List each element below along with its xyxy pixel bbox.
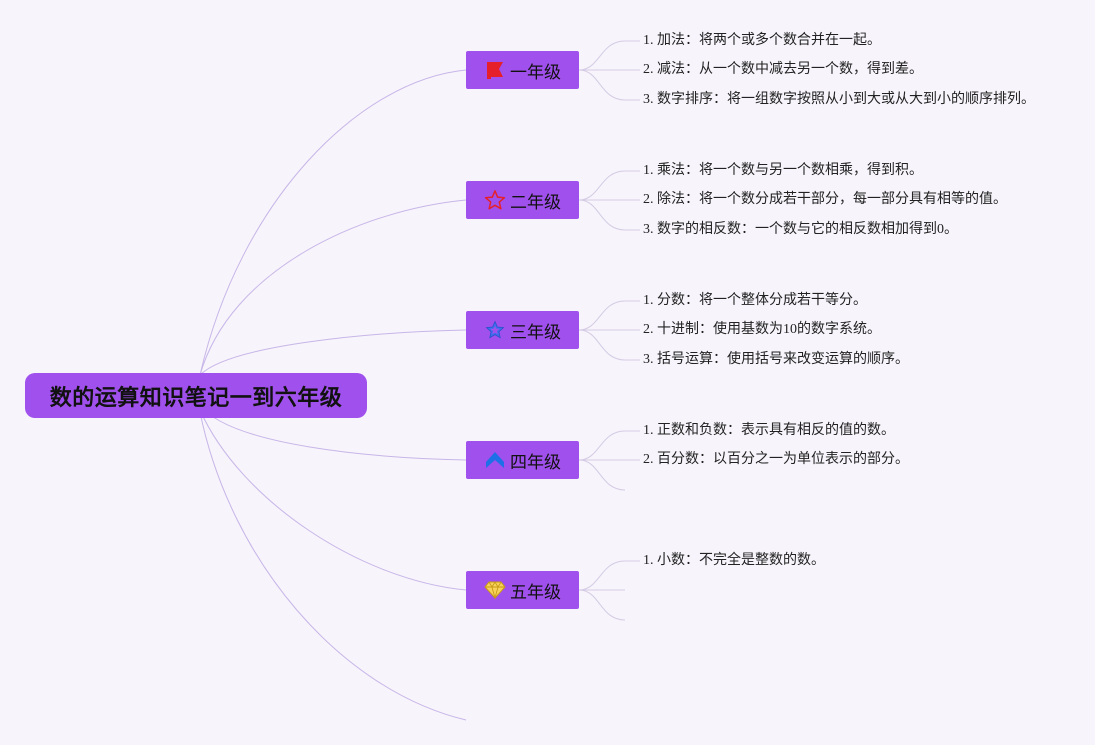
grade-1-item-1[interactable]: 1. 加法：将两个或多个数合并在一起。 — [643, 33, 881, 48]
root-topic[interactable]: 数的运算知识笔记一到六年级 — [25, 373, 367, 418]
star-badge-icon — [484, 319, 506, 341]
grade-node-1[interactable]: 一年级 — [466, 51, 579, 89]
grade-1-item-3[interactable]: 3. 数字排序：将一组数字按照从小到大或从大到小的顺序排列。 — [643, 92, 1035, 107]
branch-line-grade-2 — [199, 199, 467, 376]
grade-node-4[interactable]: 四年级 — [466, 441, 579, 479]
grade-label: 三年级 — [510, 322, 561, 343]
leaf-line — [578, 199, 640, 231]
grade-3-item-2[interactable]: 2. 十进制：使用基数为10的数字系统。 — [643, 322, 881, 337]
leaf-line — [578, 170, 640, 201]
grade-3-item-1[interactable]: 1. 分数：将一个整体分成若干等分。 — [643, 293, 867, 308]
leaf-line — [578, 40, 640, 71]
leaf-line — [578, 329, 640, 361]
grade-label: 一年级 — [510, 62, 561, 83]
grade-node-3[interactable]: 三年级 — [466, 311, 579, 349]
chevron-up-icon — [484, 449, 506, 471]
grade-label: 四年级 — [510, 452, 561, 473]
leaf-line — [578, 560, 640, 591]
root-topic-label: 数的运算知识笔记一到六年级 — [49, 385, 343, 411]
branch-line-grade-6 — [199, 411, 467, 721]
grade-node-5[interactable]: 五年级 — [466, 571, 579, 609]
leaf-line — [578, 69, 640, 101]
leaf-line — [578, 589, 626, 621]
branch-line-grade-4 — [199, 404, 467, 461]
diamond-icon — [484, 579, 506, 601]
leaf-line — [578, 430, 640, 461]
grade-2-item-3[interactable]: 3. 数字的相反数：一个数与它的相反数相加得到0。 — [643, 222, 958, 237]
grade-4-item-2[interactable]: 2. 百分数：以百分之一为单位表示的部分。 — [643, 452, 909, 467]
branch-line-grade-5 — [199, 409, 467, 591]
branch-line-grade-1 — [199, 69, 467, 376]
leaf-line — [578, 300, 640, 331]
grade-5-item-1[interactable]: 1. 小数：不完全是整数的数。 — [643, 553, 825, 568]
grade-3-item-3[interactable]: 3. 括号运算：使用括号来改变运算的顺序。 — [643, 352, 909, 367]
grade-label: 二年级 — [510, 192, 561, 213]
branch-line-grade-3 — [199, 329, 467, 376]
grade-node-2[interactable]: 二年级 — [466, 181, 579, 219]
grade-2-item-1[interactable]: 1. 乘法：将一个数与另一个数相乘，得到积。 — [643, 163, 923, 178]
star-outline-icon — [484, 189, 506, 211]
grade-2-item-2[interactable]: 2. 除法：将一个数分成若干部分，每一部分具有相等的值。 — [643, 192, 1007, 207]
grade-4-item-1[interactable]: 1. 正数和负数：表示具有相反的值的数。 — [643, 423, 895, 438]
grade-label: 五年级 — [510, 582, 561, 603]
grade-1-item-2[interactable]: 2. 减法：从一个数中减去另一个数，得到差。 — [643, 62, 923, 77]
red-flag-icon — [484, 59, 506, 81]
leaf-line — [578, 459, 626, 491]
